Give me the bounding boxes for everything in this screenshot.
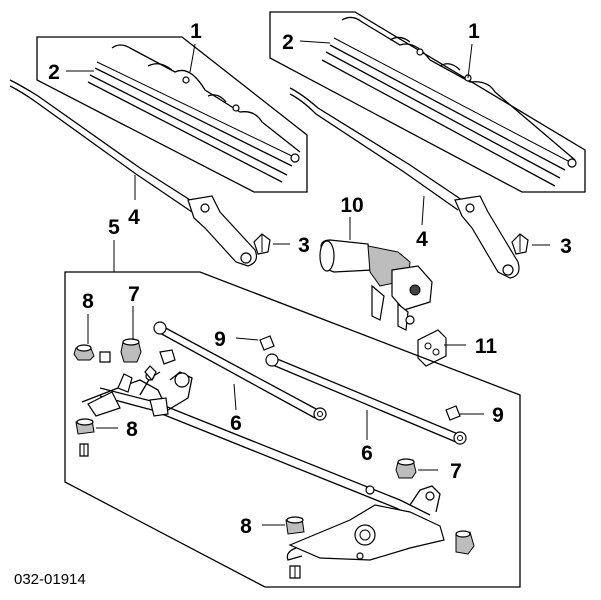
part-number: 032-01914 xyxy=(14,571,86,588)
grommet-mid xyxy=(75,418,95,457)
blade-group-left xyxy=(36,36,308,193)
linkage-assembly xyxy=(64,271,521,588)
bushing-top xyxy=(120,338,142,363)
callout-grommet-top: 8 xyxy=(82,290,94,313)
callout-labels: 1 1 2 2 3 3 4 4 5 6 6 7 7 8 8 8 9 9 10 1… xyxy=(48,20,572,538)
callout-linkage-assembly: 5 xyxy=(108,216,120,239)
callout-arm-left: 4 xyxy=(128,206,140,229)
collar xyxy=(159,349,176,365)
callout-rubber-left: 2 xyxy=(48,61,60,84)
blade-group-right xyxy=(269,11,586,193)
nut-cap-left xyxy=(253,233,271,255)
linkage-rod-a xyxy=(153,321,327,421)
wiper-blade-right xyxy=(321,16,577,187)
callout-rod-b: 6 xyxy=(361,442,373,465)
wiper-arm-right xyxy=(289,87,520,279)
clip-top xyxy=(259,335,275,351)
callout-motor: 10 xyxy=(340,194,363,217)
linkage-rod-b xyxy=(265,353,467,445)
callout-nut-cap-right: 3 xyxy=(560,235,572,258)
callout-bracket: 11 xyxy=(475,335,498,358)
callout-blade-left: 1 xyxy=(190,20,202,43)
callout-rod-a: 6 xyxy=(230,412,242,435)
linkage-frame xyxy=(81,365,445,561)
grommet-bottom xyxy=(285,516,305,579)
callout-blade-right: 1 xyxy=(468,20,480,43)
bushing-pivot-end xyxy=(455,530,475,555)
wiper-arm-left xyxy=(9,79,258,267)
bracket xyxy=(417,329,447,367)
callout-clip-top: 9 xyxy=(214,328,226,351)
bushing-right xyxy=(395,458,417,479)
grommet-top xyxy=(73,344,111,363)
callout-bushing-right: 7 xyxy=(450,460,462,483)
clip-right xyxy=(445,405,461,421)
callout-leaders xyxy=(66,40,550,526)
callout-arm-right: 4 xyxy=(416,228,428,251)
callout-clip-right: 9 xyxy=(492,404,504,427)
callout-grommet-mid: 8 xyxy=(126,418,138,441)
nut-cap-right xyxy=(511,233,529,255)
callout-nut-cap-left: 3 xyxy=(298,234,310,257)
callout-bushing-top: 7 xyxy=(128,283,140,306)
wiper-blade-left xyxy=(87,44,301,183)
wiper-motor xyxy=(319,239,433,331)
callout-rubber-right: 2 xyxy=(282,31,294,54)
callout-grommet-bottom: 8 xyxy=(240,515,252,538)
